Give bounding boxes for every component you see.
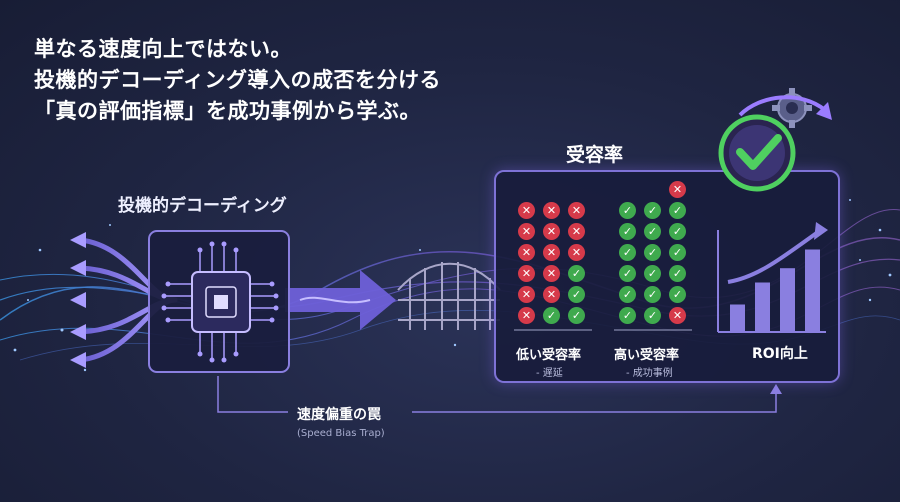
accepted-check-icon: ✓	[644, 307, 661, 324]
accepted-check-icon: ✓	[568, 286, 585, 303]
roi-chart	[727, 222, 828, 332]
rejected-cross-icon: ✕	[518, 307, 535, 324]
roi-label: ROI向上	[752, 346, 808, 362]
rejected-cross-icon: ✕	[518, 202, 535, 219]
accepted-check-icon: ✓	[619, 202, 636, 219]
headline-line-2: 投機的デコーディング導入の成否を分ける	[34, 68, 442, 92]
roi-bar	[780, 268, 795, 332]
low-acceptance-sub: - 遅延	[536, 368, 563, 379]
high-acceptance-label: 高い受容率	[614, 348, 680, 363]
roi-bar	[805, 249, 820, 332]
rejected-cross-icon: ✕	[568, 202, 585, 219]
accepted-check-icon: ✓	[619, 286, 636, 303]
accepted-check-icon: ✓	[543, 307, 560, 324]
accepted-check-icon: ✓	[644, 202, 661, 219]
low-acceptance-label: 低い受容率	[516, 348, 582, 363]
decoding-box	[148, 230, 290, 373]
trap-label: 速度偏重の罠	[297, 407, 381, 423]
trap-connector	[217, 376, 777, 413]
roi-bar	[730, 304, 745, 332]
headline-line-3: 「真の評価指標」を成功事例から学ぶ。	[34, 99, 421, 123]
accepted-check-icon: ✓	[619, 307, 636, 324]
trap-sub: (Speed Bias Trap)	[297, 428, 385, 439]
panel-dividers	[514, 230, 826, 333]
accepted-check-icon: ✓	[669, 286, 686, 303]
rejected-cross-icon: ✕	[518, 244, 535, 261]
rejected-cross-icon: ✕	[669, 307, 686, 324]
headline-line-1: 単なる速度向上ではない。	[34, 37, 292, 61]
sparkles	[13, 199, 892, 372]
accepted-check-icon: ✓	[568, 307, 585, 324]
decoding-title: 投機的デコーディング	[118, 196, 287, 216]
accepted-check-icon: ✓	[644, 223, 661, 240]
acceptance-title: 受容率	[566, 144, 624, 166]
accepted-check-icon: ✓	[669, 265, 686, 282]
accepted-check-icon: ✓	[644, 244, 661, 261]
headline: 単なる速度向上ではない。 投機的デコーディング導入の成否を分ける 「真の評価指標…	[34, 34, 441, 127]
accepted-check-icon: ✓	[644, 286, 661, 303]
rejected-cross-icon: ✕	[518, 286, 535, 303]
accepted-check-icon: ✓	[619, 265, 636, 282]
accepted-check-icon: ✓	[669, 244, 686, 261]
chip-icon	[161, 241, 279, 363]
gear-icon	[772, 88, 812, 128]
rejected-cross-icon: ✕	[543, 223, 560, 240]
acceptance-panel: ✕ ✕ ✕ ✕ ✕ ✕ ✕ ✕ ✕ ✕ ✕ ✓ ✕ ✕ ✓ ✕ ✓ ✓ ✕ ✓ ✓ ✓ ✓ ✓ ✓ ✓ ✓ ✓ ✓ ✓ ✓ ✓ ✓ ✓ ✓ ✓ ✕ 低…	[494, 170, 840, 383]
high-acceptance-grid: ✕ ✓ ✓ ✓ ✓ ✓ ✓ ✓ ✓ ✓ ✓ ✓ ✓ ✓ ✓ ✓ ✓ ✓ ✕	[619, 181, 686, 324]
check-badge-icon	[718, 88, 832, 192]
trend-arrow-icon	[727, 230, 820, 284]
roi-bar	[755, 282, 770, 332]
rejected-cross-icon: ✕	[669, 181, 686, 198]
rejected-cross-icon: ✕	[543, 244, 560, 261]
rejected-cross-icon: ✕	[543, 286, 560, 303]
accepted-check-icon: ✓	[619, 223, 636, 240]
rejected-cross-icon: ✕	[568, 223, 585, 240]
accepted-check-icon: ✓	[669, 223, 686, 240]
rejected-cross-icon: ✕	[543, 265, 560, 282]
bridge-icon	[397, 262, 501, 330]
accepted-check-icon: ✓	[619, 244, 636, 261]
high-acceptance-sub: - 成功事例	[626, 368, 673, 379]
accepted-check-icon: ✓	[669, 202, 686, 219]
low-acceptance-grid: ✕ ✕ ✕ ✕ ✕ ✕ ✕ ✕ ✕ ✕ ✕ ✓ ✕ ✕ ✓ ✕ ✓ ✓	[518, 202, 585, 324]
rejected-cross-icon: ✕	[518, 265, 535, 282]
arrow-right-icon	[285, 270, 396, 330]
accepted-check-icon: ✓	[568, 265, 585, 282]
rejected-cross-icon: ✕	[543, 202, 560, 219]
accepted-check-icon: ✓	[644, 265, 661, 282]
rejected-cross-icon: ✕	[518, 223, 535, 240]
rejected-cross-icon: ✕	[568, 244, 585, 261]
